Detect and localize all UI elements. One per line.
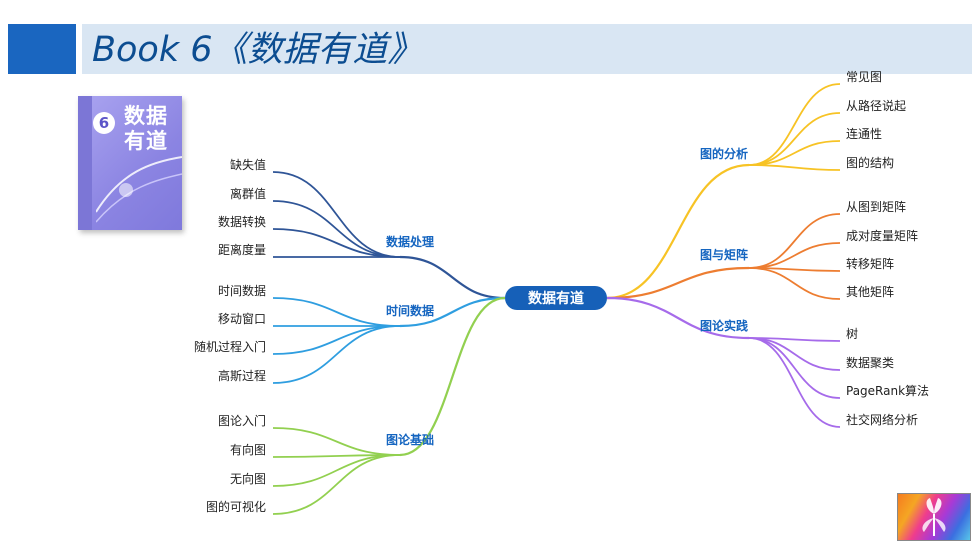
leaf-node: 数据聚类: [846, 355, 894, 370]
leaf-node: 从图到矩阵: [846, 200, 906, 214]
leaf-connector: [272, 297, 401, 327]
branch-connector: [606, 266, 750, 300]
leaf-connector: [748, 242, 841, 269]
book-number-badge: 6: [93, 112, 115, 134]
leaf-connector: [272, 454, 401, 487]
branch-node: 图论实践: [700, 318, 748, 333]
branch-connector: [606, 163, 750, 300]
leaf-connector: [748, 267, 841, 300]
leaf-connector: [272, 454, 401, 458]
publisher-logo: [897, 493, 971, 541]
branch-node: 图论基础: [386, 432, 434, 447]
leaf-connector: [748, 337, 841, 371]
leaf-node: 图论入门: [218, 413, 266, 428]
leaf-connector: [272, 325, 401, 355]
branch-node: 时间数据: [386, 303, 434, 318]
leaf-node: 成对度量矩阵: [846, 228, 918, 243]
leaf-node: 社交网络分析: [846, 412, 918, 427]
leaf-node: 时间数据: [218, 283, 266, 298]
branch-connector: [606, 296, 750, 340]
leaf-connector: [748, 140, 841, 166]
root-node: 数据有道: [505, 286, 607, 310]
branch-connector: [399, 296, 506, 328]
leaf-node: 连通性: [846, 126, 882, 141]
leaf-node: 有向图: [230, 442, 266, 457]
branch-node: 图与矩阵: [700, 247, 748, 262]
header-accent-block: [8, 24, 76, 74]
leaf-node: 距离度量: [218, 242, 266, 257]
leaf-node: 转移矩阵: [846, 256, 894, 271]
leaf-node: 数据转换: [218, 214, 266, 229]
leaf-connector: [272, 228, 401, 258]
book-cover-image: 6 数据有道: [78, 96, 182, 230]
header-band: [82, 24, 972, 74]
leaf-connector: [748, 112, 841, 166]
leaf-connector: [748, 83, 841, 166]
book-cover-art: [96, 156, 182, 223]
leaf-node: 随机过程入门: [194, 339, 266, 354]
root-node-pill: [505, 286, 607, 310]
leaf-connector: [748, 213, 841, 269]
iris-flower-icon: [922, 498, 946, 536]
leaf-node: 从路径说起: [846, 98, 906, 113]
leaf-node: 图的可视化: [206, 499, 266, 514]
leaf-connector: [272, 454, 401, 515]
leaf-node: 移动窗口: [218, 312, 266, 326]
leaf-connector: [272, 325, 401, 384]
leaf-node: 图的结构: [846, 155, 894, 170]
book-spine: [78, 96, 92, 230]
leaf-connector: [272, 200, 401, 258]
leaf-connector: [272, 171, 401, 258]
branch-connector: [399, 296, 506, 457]
leaf-connector: [272, 427, 401, 456]
leaf-node: 树: [846, 326, 858, 341]
branch-connector: [399, 255, 506, 300]
root-node-label: 数据有道: [528, 290, 584, 307]
leaf-node: 其他矩阵: [846, 285, 894, 299]
leaf-node: 离群值: [230, 186, 266, 201]
leaf-node: PageRank算法: [846, 383, 929, 398]
leaf-node: 缺失值: [230, 157, 266, 172]
branch-node: 数据处理: [386, 234, 434, 249]
book-cover-title: 数据有道: [124, 104, 168, 153]
branch-node: 图的分析: [700, 146, 748, 161]
leaf-node: 无向图: [230, 471, 266, 486]
leaf-node: 常见图: [846, 70, 882, 84]
leaf-node: 高斯过程: [218, 368, 266, 383]
page-title: Book 6《数据有道》: [92, 30, 423, 70]
leaf-connector: [748, 164, 841, 171]
leaf-connector: [748, 337, 841, 428]
